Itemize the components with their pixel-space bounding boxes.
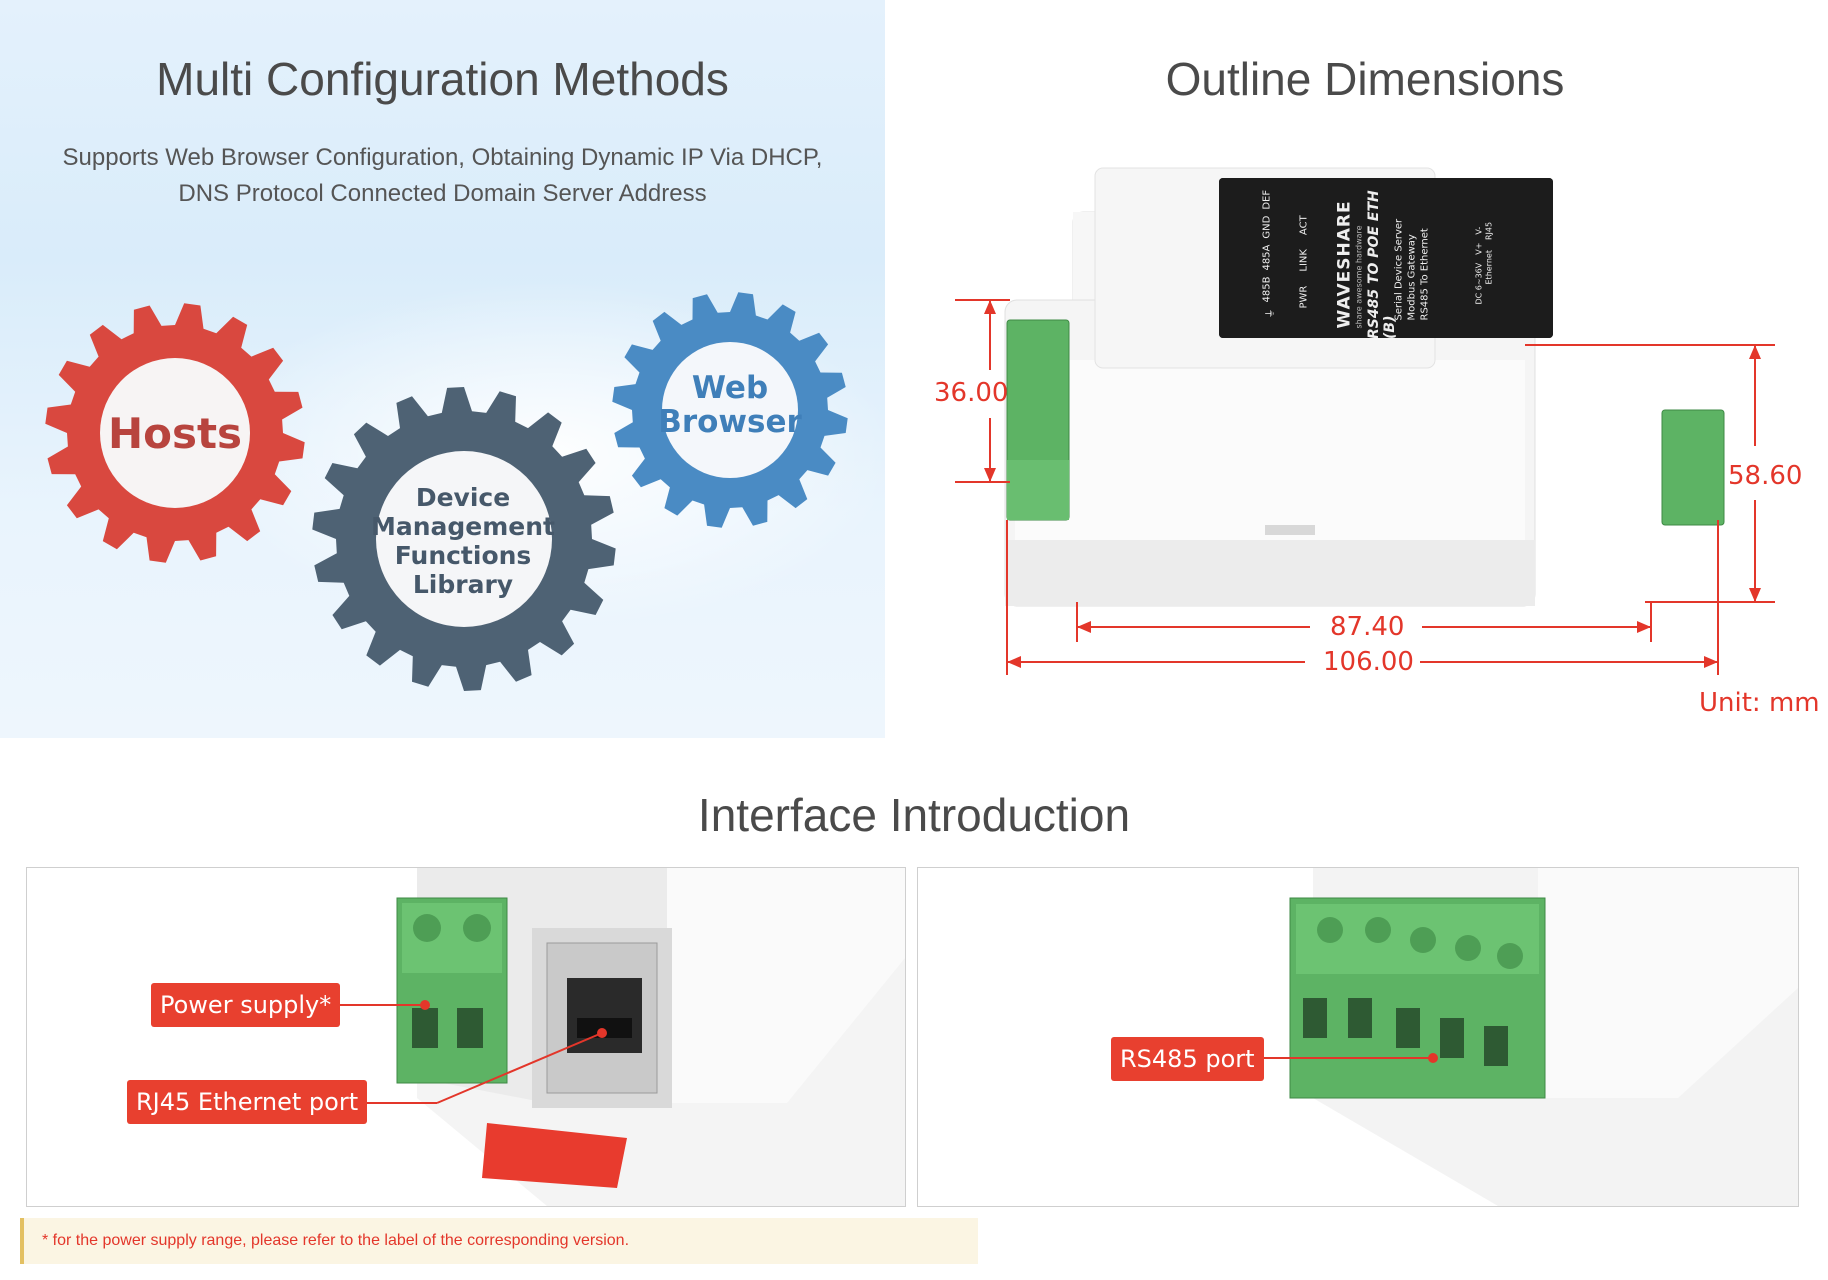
dim-unit: Unit: mm <box>1699 688 1820 718</box>
dim-width-inner: 87.40 <box>1330 612 1405 642</box>
dim-height-left: 36.00 <box>934 378 1009 408</box>
config-title: Multi Configuration Methods <box>156 53 729 105</box>
web-gear-label: Web Browser <box>655 365 805 445</box>
power-rj45-photo <box>396 868 905 1206</box>
interface-title: Interface Introduction <box>697 789 1131 841</box>
label-rj45: RJ45 <box>1484 221 1494 241</box>
label-ethernet: Ethernet <box>1484 250 1494 285</box>
label-brand: WAVESHARE <box>1334 200 1355 329</box>
dim-width-outer: 106.00 <box>1323 647 1414 677</box>
label-func2: Modbus Gateway <box>1406 234 1418 321</box>
label-power-pin-minus: V- <box>1474 226 1484 235</box>
device-outline-drawing <box>955 167 1775 675</box>
device-gear-label: Device Management Functions Library <box>370 478 556 604</box>
power-supply-callout: Power supply* <box>151 983 341 1027</box>
label-pins: ⏚ 485B 485A GND DEF <box>1262 189 1277 319</box>
dimension-lines <box>955 299 1775 675</box>
interface-photo-right: RS485 port <box>917 867 1799 1207</box>
device-label <box>1219 178 1553 338</box>
web-label-line1: Web <box>691 370 769 406</box>
power-supply-footnote: * for the power supply range, please ref… <box>20 1218 978 1264</box>
dimensions-title: Outline Dimensions <box>1165 53 1565 105</box>
dimensions-panel: Outline Dimensions <box>885 0 1828 738</box>
device-gear-icon <box>312 387 616 691</box>
config-subtitle-line1: Supports Web Browser Configuration, Obta… <box>62 144 823 171</box>
label-pin: DEF <box>1261 189 1273 210</box>
label-func3: RS485 To Ethernet <box>1419 228 1431 321</box>
label-pin: GND <box>1261 215 1273 239</box>
dim-height-right: 58.60 <box>1728 461 1803 491</box>
device-label-text: ⏚ 485B 485A GND DEF PWR LINK ACT WAVESHARE sha… <box>1219 178 1553 338</box>
label-power: DC 6~36V <box>1474 262 1484 305</box>
device-label-line1: Device <box>415 483 511 512</box>
label-power-row: DC 6~36V V+ V- <box>1475 205 1484 305</box>
device-label-line4: Library <box>412 570 514 599</box>
label-func1: Serial Device Server <box>1393 218 1405 321</box>
rs485-port-callout: RS485 port <box>1111 1037 1264 1081</box>
right-callout-lines <box>1251 1053 1438 1063</box>
rs485-photo <box>1289 868 1798 1206</box>
web-browser-gear-icon <box>612 292 848 528</box>
interface-photo-left: Power supply* RJ45 Ethernet port <box>26 867 906 1207</box>
label-tagline: share awesome hardware <box>1354 225 1364 329</box>
label-led: PWR <box>1298 285 1310 309</box>
label-eth-row: Ethernet RJ45 <box>1485 205 1494 285</box>
config-subtitle: Supports Web Browser Configuration, Obta… <box>0 140 885 212</box>
device-label-line2: Management <box>370 512 556 541</box>
label-functions: Serial Device Server Modbus Gateway RS48… <box>1393 191 1432 321</box>
config-methods-panel: Multi Configuration Methods Supports Web… <box>0 0 885 738</box>
config-subtitle-line2: DNS Protocol Connected Domain Server Add… <box>178 180 707 207</box>
right-terminal-block <box>1661 409 1725 526</box>
label-brand-block: WAVESHARE share awesome hardware <box>1334 189 1364 329</box>
label-led: LINK <box>1298 249 1310 272</box>
left-terminal-block <box>1006 319 1070 521</box>
hosts-gear-icon <box>45 303 305 563</box>
device-label-line3: Functions <box>394 541 532 570</box>
label-led: ACT <box>1298 215 1310 236</box>
label-power-pin-plus: V+ <box>1474 242 1484 255</box>
left-callout-lines <box>337 1000 607 1104</box>
web-label-line2: Browser <box>658 404 802 440</box>
label-pin: 485B <box>1261 276 1273 303</box>
hosts-gear-label: Hosts <box>107 408 243 458</box>
rj45-port-callout: RJ45 Ethernet port <box>127 1080 368 1124</box>
label-leds: PWR LINK ACT <box>1298 199 1310 309</box>
label-pin: 485A <box>1261 244 1273 271</box>
label-pin: ⏚ <box>1265 308 1277 319</box>
